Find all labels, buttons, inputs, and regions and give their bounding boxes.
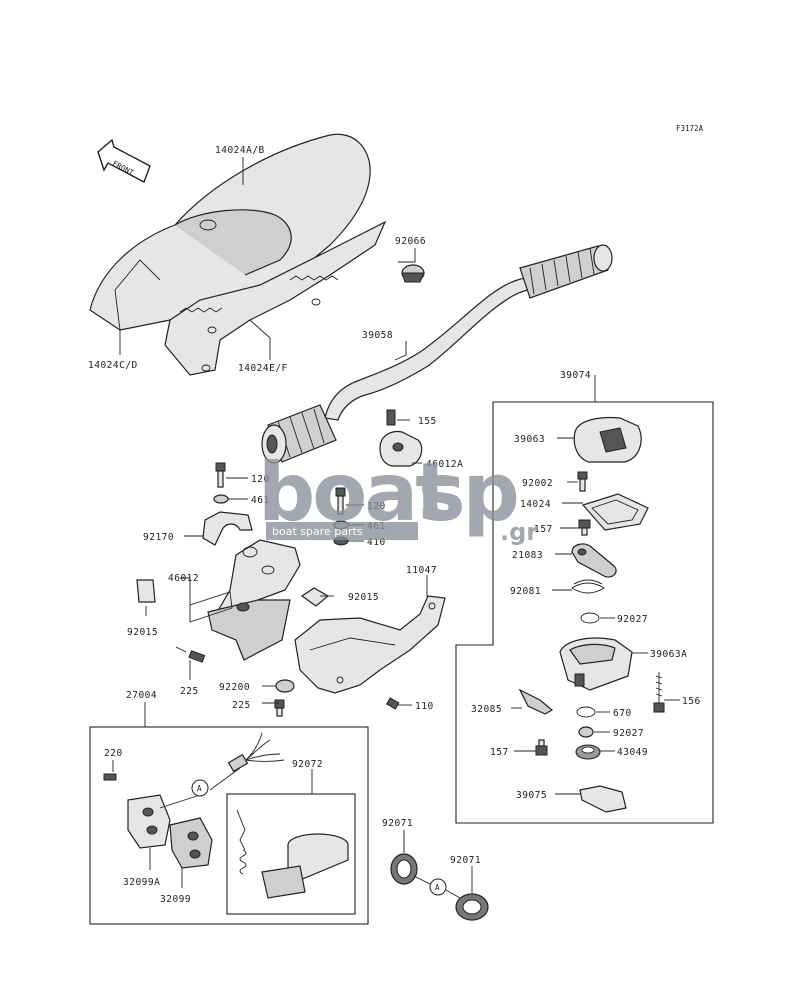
watermark-brand-suffix: sp [418,446,517,539]
handlebar-39058 [261,244,613,464]
label-92071-a: 92071 [382,818,413,829]
ring-92071-a [390,853,418,885]
label-155: 155 [418,416,437,427]
label-21083: 21083 [512,550,543,561]
spring-92081 [571,579,605,594]
watermark-logo: boat sp .gr boat spare parts [258,446,538,546]
left-grip [261,404,337,464]
housing-39063A [559,637,633,691]
bolt-120-left [213,462,229,504]
bolt-225-b [274,699,285,717]
label-39074: 39074 [560,370,591,381]
bracket-11047 [294,595,446,710]
gasket-14024 [581,493,649,531]
label-157-b: 157 [490,747,509,758]
nut-43049 [575,744,601,760]
box-39074 [455,401,714,824]
label-43049: 43049 [617,747,648,758]
label-32099: 32099 [160,894,191,905]
plug-92066 [401,264,425,283]
label-39075: 39075 [516,790,547,801]
wire-harness: A [191,732,285,797]
label-14024EF: 14024E/F [238,363,288,374]
washer-92027a [580,612,600,624]
label-461-a: 461 [251,495,270,506]
label-14024: 14024 [520,499,551,510]
label-92015-b: 92015 [348,592,379,603]
plate-92015-right [300,587,330,607]
label-410: 410 [367,537,386,548]
screw-157a [578,519,591,536]
label-92002: 92002 [522,478,553,489]
label-27004: 27004 [126,690,157,701]
label-92200: 92200 [219,682,250,693]
label-14024CD: 14024C/D [88,360,138,371]
label-157-a: 157 [534,524,553,535]
label-11047: 11047 [406,565,437,576]
label-92072: 92072 [292,759,323,770]
label-92027-b: 92027 [613,728,644,739]
leader-lines [112,157,680,893]
part-labels: 14024A/B 92066 14024C/D 14024E/F 39058 3… [88,145,701,905]
label-92027-a: 92027 [617,614,648,625]
figure-code: F3172A [676,124,704,133]
cover-39063 [573,416,642,463]
label-46012: 46012 [168,573,199,584]
washer-92200 [275,679,295,693]
label-32099A: 32099A [123,877,160,888]
lever-39075 [579,785,627,813]
lever-21083 [571,543,617,578]
label-225-b: 225 [232,700,251,711]
label-220: 220 [104,748,123,759]
label-39063: 39063 [514,434,545,445]
watermark-tagline: boat spare parts [272,525,363,538]
label-120-b: 120 [367,501,386,512]
switch-32099A [103,773,201,849]
bolt-225-a [175,646,206,663]
seat-assembly [89,133,387,376]
label-92015-a: 92015 [127,627,158,638]
ring-92071-b [455,893,489,921]
label-225-a: 225 [180,686,199,697]
handle-base-46012 [189,539,301,661]
right-grip [519,244,613,299]
front-arrow-icon: FRONT [97,138,151,183]
label-39063A: 39063A [650,649,687,660]
box-92072 [226,793,356,915]
label-110: 110 [415,701,434,712]
label-32085: 32085 [471,704,502,715]
bolt-156 [653,672,665,713]
label-39058: 39058 [362,330,393,341]
screw-157b [535,739,548,756]
label-670: 670 [613,708,632,719]
label-14024AB: 14024A/B [215,145,265,156]
label-46012A: 46012A [426,459,463,470]
switch-32099 [169,817,213,869]
box-27004 [89,726,369,925]
washer-92027b [578,726,594,738]
connector-A-label: A [197,784,202,793]
label-156: 156 [682,696,701,707]
connector-A-label-2: A [435,883,440,892]
holder-46012A [379,409,423,467]
ring-670 [576,706,596,718]
label-92170: 92170 [143,532,174,543]
lanyard-92072 [236,809,349,899]
clamp-92170 [202,511,253,546]
plate-92015-left [136,579,156,603]
label-120-a: 120 [251,474,270,485]
label-92071-b: 92071 [450,855,481,866]
watermark-tld: .gr [500,518,538,546]
lever-32085 [518,688,554,715]
label-92066: 92066 [395,236,426,247]
screw-92002 [577,471,588,492]
label-92081: 92081 [510,586,541,597]
